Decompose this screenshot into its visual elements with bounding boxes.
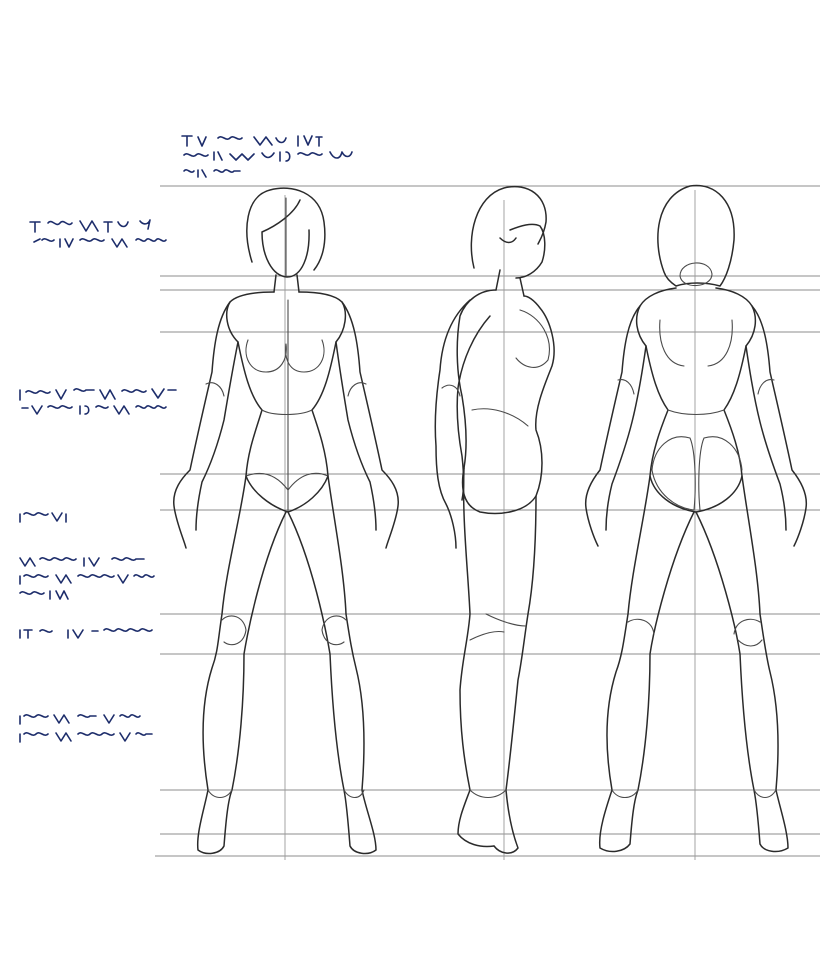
- note-hip: [20, 513, 66, 522]
- handwritten-notes: [20, 136, 352, 742]
- side-neck: [496, 270, 524, 296]
- back-hair: [658, 185, 734, 286]
- front-leg-right: [288, 476, 376, 853]
- side-leg-front: [494, 496, 536, 853]
- note-thigh: [20, 558, 154, 599]
- note-calf: [20, 715, 152, 742]
- front-arm-right: [336, 302, 398, 548]
- side-knee: [470, 614, 526, 640]
- side-face: [500, 224, 545, 278]
- side-hair: [471, 187, 546, 268]
- back-leg-right: [696, 476, 788, 851]
- note-head: [30, 220, 166, 247]
- note-top: [182, 136, 352, 177]
- back-hair-bun: [680, 263, 712, 286]
- side-ankle: [470, 790, 506, 798]
- note-torso: [20, 389, 176, 414]
- front-view: [174, 188, 399, 853]
- side-arm: [435, 300, 490, 548]
- front-arm-left: [174, 302, 238, 548]
- back-shoulder-blades: [660, 320, 733, 415]
- back-leg-left: [600, 476, 694, 851]
- side-view: [435, 187, 554, 853]
- note-knee: [20, 629, 152, 638]
- front-torso: [227, 292, 346, 512]
- back-view: [586, 185, 807, 851]
- front-leg-left: [198, 476, 286, 853]
